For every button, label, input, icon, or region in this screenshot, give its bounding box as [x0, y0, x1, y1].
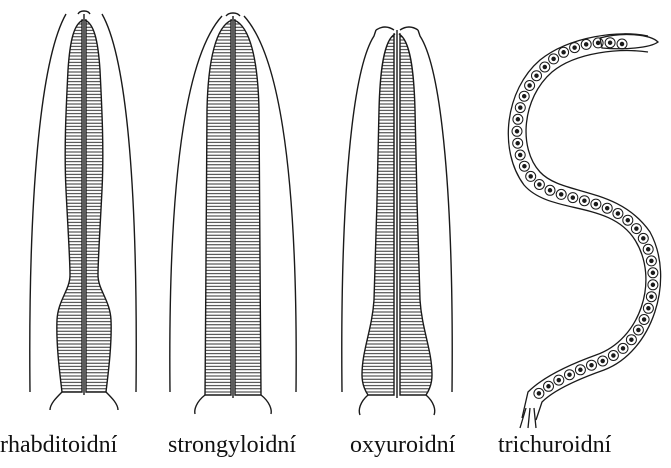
stichocyte-nucleus [568, 373, 571, 376]
stichocyte-nucleus [630, 338, 633, 341]
stichocyte-nucleus [537, 392, 540, 395]
stichocyte-nucleus [594, 203, 597, 206]
stichocyte-nucleus [573, 46, 576, 49]
strongyloid-esophagus-icon [170, 13, 296, 414]
stichocyte-nucleus [612, 354, 615, 357]
stichocyte-nucleus [643, 318, 646, 321]
stichocyte-nucleus [651, 283, 654, 286]
oxyuroid-esophagus-icon [342, 27, 452, 415]
stichocyte-nucleus [650, 295, 653, 298]
stichocyte-nucleus [562, 51, 565, 54]
stichocyte-nucleus [516, 118, 519, 121]
stichocyte-nucleus [552, 57, 555, 60]
stichocyte-nucleus [616, 212, 619, 215]
stichocyte-nucleus [560, 193, 563, 196]
stichocyte-nucleus [547, 385, 550, 388]
stichocyte-nucleus [557, 379, 560, 382]
caption-rhabditoid: rhabditoidní [0, 428, 117, 462]
stichocyte-nucleus [590, 364, 593, 367]
stichocyte-nucleus [620, 42, 623, 45]
trichuroid-esophagus-icon [508, 34, 660, 428]
caption-oxyuroid: oxyuroidní [350, 428, 455, 462]
stichocyte-nucleus [650, 259, 653, 262]
stichocyte-nucleus [523, 95, 526, 98]
stichocyte-nucleus [535, 74, 538, 77]
stichocyte-nucleus [642, 237, 645, 240]
rhabditoid-esophagus-icon [30, 11, 136, 410]
stichocyte-nucleus [609, 41, 612, 44]
stichocyte-nucleus [585, 43, 588, 46]
caption-trichuroid: trichuroidní [498, 428, 611, 462]
stichocyte-nucleus [583, 199, 586, 202]
stichocyte-nucleus [606, 207, 609, 210]
stichocyte-nucleus [637, 328, 640, 331]
caption-strongyloid: strongyloidní [168, 428, 296, 462]
stichocyte-nucleus [601, 359, 604, 362]
stichocyte-nucleus [519, 153, 522, 156]
stichocyte-nucleus [579, 368, 582, 371]
stichocyte-nucleus [515, 130, 518, 133]
stichocyte-nucleus [571, 196, 574, 199]
stichocyte-nucleus [519, 106, 522, 109]
stichocyte-nucleus [516, 142, 519, 145]
stichocyte-nucleus [523, 165, 526, 168]
stichocyte-nucleus [635, 227, 638, 230]
stichocyte-nucleus [543, 65, 546, 68]
stichocyte-nucleus [621, 347, 624, 350]
stichocyte-nucleus [538, 183, 541, 186]
stichocyte-nucleus [647, 307, 650, 310]
stichocyte-nucleus [651, 271, 654, 274]
stichocyte-nucleus [626, 219, 629, 222]
stichocyte-nucleus [548, 189, 551, 192]
stichocyte-nucleus [529, 175, 532, 178]
stichocyte-nucleus [597, 41, 600, 44]
stichocyte-nucleus [647, 248, 650, 251]
stichocyte-nucleus [528, 84, 531, 87]
